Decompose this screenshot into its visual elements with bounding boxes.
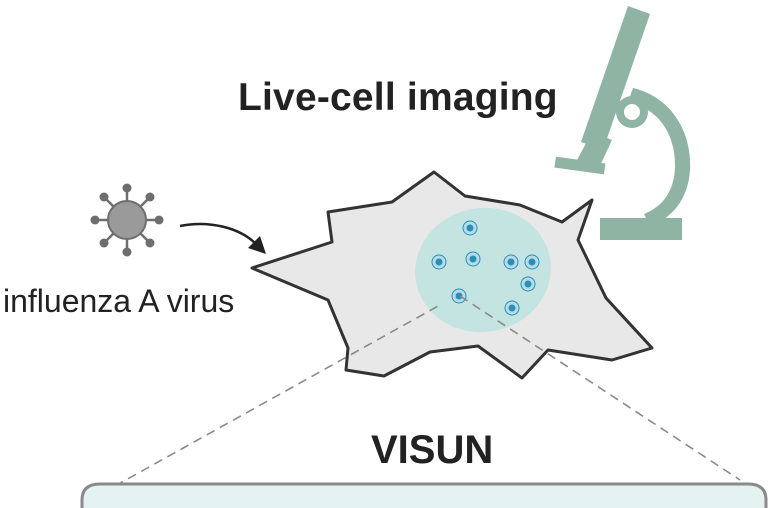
title-label: Live-cell imaging: [238, 76, 558, 119]
virus-particles: [431, 220, 540, 316]
microscope-icon: [554, 6, 691, 240]
virus-icon: [90, 183, 164, 257]
zoom-lines: [114, 295, 741, 487]
microscope-knob-icon: [624, 104, 640, 120]
cell-nucleus: [415, 207, 551, 333]
visun-label: VISUN: [371, 428, 494, 472]
curved-arrow-icon: [179, 222, 266, 254]
visun-panel: [80, 482, 768, 508]
virus-label: influenza A virus: [3, 283, 235, 319]
